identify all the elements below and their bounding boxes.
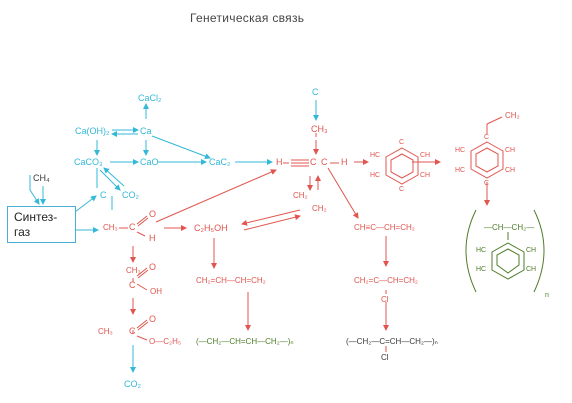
polystyrene-ring: [465, 209, 545, 293]
label-co2: CO₂: [122, 190, 139, 200]
syngas-line2: газ: [14, 225, 31, 239]
polystyrene-chain: —CH—CH₂—: [484, 223, 535, 232]
benzene-c-bot: C: [399, 186, 405, 193]
benzene-hc-tl: HC: [370, 152, 381, 159]
label-c-top-right: C: [312, 87, 319, 97]
polystyrene-hc-bl: HC: [476, 266, 487, 273]
label-cac2: CaC₂: [209, 157, 231, 167]
ester-ch3: CH₃: [98, 327, 113, 336]
label-chloroprene: CH₂=C—CH=CH₂: [354, 276, 418, 285]
styrene-hc-bl: HC: [455, 167, 466, 174]
label-ch4: CH₄: [33, 173, 50, 183]
label-vinylacetylene: CH≡C—CH=CH₂: [354, 223, 415, 232]
syngas-box: Синтез- газ: [7, 206, 76, 243]
polystyrene-ch-tr: CH: [526, 247, 537, 254]
label-c1: C: [310, 157, 317, 167]
label-polychloroprene: (—CH₂—C=CH—CH₂—)ₙ: [346, 337, 438, 346]
label-c: C: [100, 190, 107, 200]
label-ch3-top: CH₃: [311, 124, 328, 134]
ester-tail: O—C₂H₅: [149, 337, 182, 346]
acid-ch3: CH₃: [126, 266, 141, 275]
syngas-line1: Синтез-: [14, 210, 58, 224]
label-caco3: CaCO₃: [74, 157, 103, 167]
acetaldehyde-c: C: [129, 222, 136, 232]
ester-o: O: [149, 314, 157, 324]
styrene-hc-tl: HC: [455, 147, 466, 154]
acid-oh: OH: [150, 287, 162, 296]
label-co2-bottom: CO₂: [124, 379, 141, 389]
label-chloroprene-cl: Cl: [381, 295, 389, 304]
page-title: Генетическая связь: [190, 11, 305, 25]
label-h-right: H: [341, 157, 348, 167]
label-ch2b: CH₂: [312, 204, 327, 213]
label-cacl2: CaCl₂: [138, 93, 162, 103]
acetaldehyde-h: H: [149, 233, 156, 243]
label-c2: C: [321, 157, 328, 167]
label-polychloroprene-cl: Cl: [381, 353, 389, 362]
acetaldehyde-o: O: [149, 209, 157, 219]
label-h-left: H: [276, 157, 283, 167]
benzene-hc-bl: HC: [370, 172, 381, 179]
benzene-ring: [385, 147, 419, 185]
bonds: [119, 133, 387, 352]
styrene-c-top: C: [484, 134, 490, 141]
styrene-vinyl: CH₂: [505, 111, 520, 120]
ester-c: C: [129, 326, 136, 336]
styrene-ring: [470, 116, 504, 179]
polystyrene-hc-tl: HC: [476, 247, 487, 254]
label-polybutadiene: (—CH₂—CH=CH—CH₂—)ₙ: [196, 337, 294, 346]
inorganic-arrows: [29, 100, 319, 233]
benzene-c-top: C: [399, 139, 405, 146]
label-cao: CaO: [140, 157, 159, 167]
acid-c: C: [129, 280, 136, 290]
acetaldehyde-ch3: CH₃: [103, 223, 118, 232]
organic-arrows: [130, 140, 490, 331]
benzene-ch-tr: CH: [420, 152, 431, 159]
polystyrene-n: n: [545, 292, 549, 299]
label-ethanol: C₂H₅OH: [194, 223, 228, 233]
styrene-ch-tr: CH: [505, 147, 516, 154]
label-ca: Ca: [140, 126, 152, 136]
polystyrene-ch-br: CH: [526, 266, 537, 273]
acid-o: O: [149, 262, 157, 272]
label-caoh2: Ca(OH)₂: [75, 126, 110, 136]
styrene-ch-br: CH: [505, 167, 516, 174]
label-butadiene: CH₂=CH—CH=CH₂: [196, 276, 266, 285]
benzene-ch-br: CH: [420, 172, 431, 179]
label-ch2: CH₂: [293, 191, 308, 200]
styrene-c-bot: C: [484, 180, 490, 187]
